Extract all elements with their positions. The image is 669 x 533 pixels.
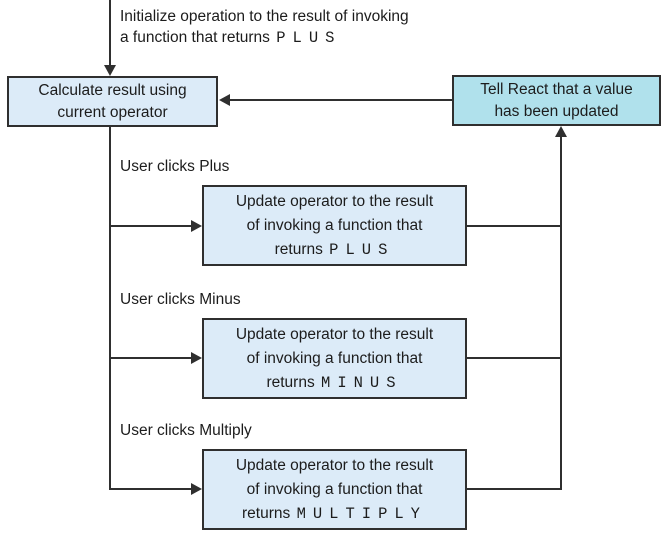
branch-trunk-line	[109, 127, 111, 490]
node-update-multiply-line1: Update operator to the result	[235, 456, 434, 474]
branch-plus-line	[111, 225, 191, 227]
merge-to-react-line	[560, 137, 562, 490]
node-update-operator-multiply: Update operator to the result of invokin…	[202, 449, 467, 530]
node-update-operator-minus: Update operator to the result of invokin…	[202, 318, 467, 399]
branch-minus-arrowhead-icon	[191, 352, 202, 364]
react-to-calc-arrowhead-icon	[219, 94, 230, 106]
init-annotation-line2-code: PLUS	[276, 29, 342, 47]
node-update-plus-line3-text: returns	[274, 240, 328, 258]
init-arrow-line	[109, 0, 111, 67]
node-calculate-result-line2: current operator	[57, 103, 168, 121]
node-update-minus-line3: returns MINUS	[266, 371, 402, 395]
branch-label-plus: User clicks Plus	[120, 158, 230, 175]
react-to-calc-line	[230, 99, 452, 101]
branch-plus-arrowhead-icon	[191, 220, 202, 232]
node-update-plus-line3-code: PLUS	[329, 240, 395, 259]
node-calculate-result-line1: Calculate result using	[38, 81, 187, 99]
node-update-minus-line2: of invoking a function that	[246, 349, 423, 367]
node-update-minus-line3-code: MINUS	[321, 373, 403, 392]
node-update-multiply-line3-code: MULTIPLY	[296, 504, 427, 523]
node-update-multiply-line3: returns MULTIPLY	[242, 502, 427, 526]
node-update-minus-line3-text: returns	[266, 373, 320, 391]
branch-minus-line	[111, 357, 191, 359]
plus-to-merge-line	[467, 225, 562, 227]
multiply-to-merge-line	[467, 488, 562, 490]
init-arrowhead-icon	[104, 65, 116, 76]
init-annotation-line2: a function that returns PLUS	[120, 27, 409, 49]
node-tell-react-line1: Tell React that a value	[480, 80, 633, 98]
node-update-multiply-line2: of invoking a function that	[246, 480, 423, 498]
node-tell-react-line2: has been updated	[494, 102, 619, 120]
branch-label-multiply: User clicks Multiply	[120, 422, 252, 439]
node-tell-react: Tell React that a value has been updated	[452, 75, 661, 126]
minus-to-merge-line	[467, 357, 562, 359]
init-annotation-line2-text: a function that returns	[120, 29, 275, 46]
merge-to-react-arrowhead-icon	[555, 126, 567, 137]
branch-multiply-line	[109, 488, 191, 490]
branch-multiply-arrowhead-icon	[191, 483, 202, 495]
node-calculate-result: Calculate result using current operator	[7, 76, 218, 127]
init-annotation: Initialize operation to the result of in…	[120, 6, 409, 49]
node-update-plus-line1: Update operator to the result	[235, 192, 434, 210]
branch-label-minus: User clicks Minus	[120, 291, 241, 308]
node-update-minus-line1: Update operator to the result	[235, 325, 434, 343]
init-annotation-line1: Initialize operation to the result of in…	[120, 8, 409, 25]
node-update-operator-plus: Update operator to the result of invokin…	[202, 185, 467, 266]
node-update-plus-line2: of invoking a function that	[246, 216, 423, 234]
node-update-multiply-line3-text: returns	[242, 504, 295, 522]
node-update-plus-line3: returns PLUS	[275, 238, 395, 262]
